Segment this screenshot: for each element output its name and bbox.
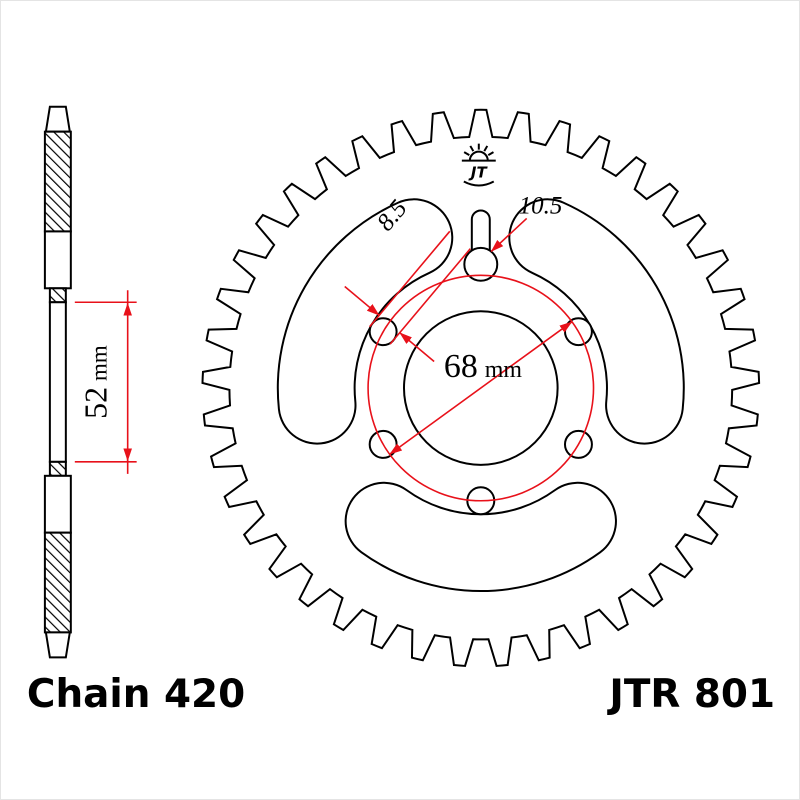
hub-width-label: 52 mm (79, 345, 114, 419)
side-view-hub-step-upper (48, 287, 67, 304)
logo-text: JT (468, 164, 489, 182)
bolt-hole-extension-line-2 (389, 248, 471, 345)
logo-swoosh-icon (463, 180, 495, 187)
side-view-bottom-tooth (44, 631, 71, 659)
dim-68-unit: mm (485, 357, 523, 383)
side-view-plain-lower (43, 474, 72, 534)
bolt-circle-diameter-label: 68 mm (444, 348, 523, 385)
side-view-hub-step-lower (48, 460, 67, 477)
slot-hole-diameter-label: 10.5 (519, 192, 563, 219)
bolt-hole-extension-line-1 (368, 230, 451, 328)
lightening-slots (276, 198, 685, 593)
top-locating-slot (463, 209, 499, 282)
side-view-cross-section (43, 105, 72, 659)
side-view-plain-upper (43, 230, 72, 290)
side-view-top-tooth (44, 105, 71, 133)
slot-walls (470, 209, 491, 251)
logo-sun-icon (468, 150, 489, 161)
lightening-slot-1 (278, 200, 452, 443)
side-view-hatched-bottom (43, 531, 72, 634)
chain-size-label: Chain 420 (27, 672, 245, 717)
bolt-hole-arrow-1 (344, 285, 380, 316)
dim-52-unit: mm (87, 345, 112, 381)
bolt-circle-diameter-line (389, 321, 573, 455)
side-view-hub (48, 301, 67, 463)
side-view-hatched-top (43, 130, 72, 233)
logo-sun-rays-icon (463, 143, 494, 156)
bolt-hole-arrow-2 (399, 332, 435, 363)
lightening-slot-2 (510, 200, 683, 443)
dim-52-value: 52 (79, 387, 114, 419)
model-number-label: JTR 801 (606, 672, 775, 717)
bolt-circle-dimension (367, 274, 595, 502)
dim-68-value: 68 (444, 348, 478, 385)
slot-hole-leader-line (490, 217, 528, 253)
lightening-slot-3 (346, 483, 615, 591)
slot-hole (463, 246, 499, 282)
jt-logo: JT (461, 143, 496, 187)
